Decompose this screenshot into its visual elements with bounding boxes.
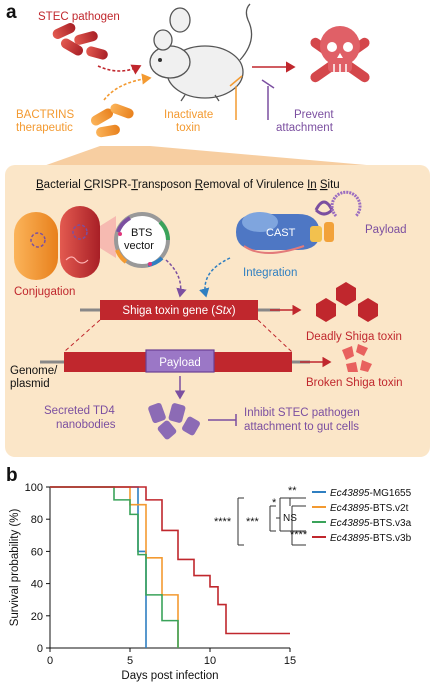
x-tick-label: 0 [47, 655, 53, 667]
acronym-part: itu [328, 179, 340, 191]
mouse-icon [149, 3, 253, 102]
acronym-part: C [84, 179, 92, 191]
conjugation-label: Conjugation [14, 286, 75, 298]
y-tick-label: 60 [31, 546, 43, 558]
sig-mg-v2t: ** [288, 485, 297, 497]
significance-brackets [237, 497, 306, 546]
sig-mid: *** [246, 516, 260, 528]
stx-gene-label: Shiga toxin gene (Stx) [122, 305, 235, 317]
prevent-inhibit-bar [261, 79, 275, 89]
acronym-part: B [36, 179, 44, 191]
y-tick-label: 40 [31, 579, 43, 591]
sig-v3a-v3b: **** [290, 529, 308, 541]
cast-integration-arrow [199, 257, 231, 298]
integration-label: Integration [243, 267, 297, 279]
prevent-attachment-line2: attachment [276, 122, 334, 134]
legend-entry: Ec43895-BTS.v3a [330, 518, 412, 529]
x-axis-label: Days post infection [121, 670, 218, 682]
inhibit-label-line1: Inhibit STEC pathogen [244, 407, 360, 419]
deadly-toxin-icon [316, 282, 378, 322]
deadly-toxin-label: Deadly Shiga toxin [306, 331, 402, 343]
secreted-label-line2: nanobodies [56, 419, 116, 431]
y-axis-label: Survival probability (%) [9, 509, 21, 627]
skull-icon [310, 26, 370, 83]
sig-ns: NS [283, 513, 297, 524]
y-tick-label: 20 [31, 611, 43, 623]
survival-curve-0 [50, 486, 147, 648]
y-tick-label: 0 [37, 643, 43, 655]
stec-to-mouse-arrow [97, 64, 142, 75]
y-tick-label: 100 [25, 482, 43, 494]
y-tick-label: 80 [31, 514, 43, 526]
legend-entry: Ec43895-BTS.v3b [330, 533, 412, 544]
prevent-attachment-line1: Prevent [294, 109, 334, 121]
acronym-part: RISPR- [92, 179, 131, 191]
survival-curve-3 [50, 486, 290, 635]
vector-integration-arrow [165, 259, 187, 298]
mapping-line-left [63, 319, 101, 353]
sig-v2t-v3b: * [272, 497, 277, 509]
bactrins-cells [90, 103, 134, 138]
bts-vector-plasmid [114, 212, 170, 268]
stx-gene-box [100, 300, 258, 320]
x-tick-label: 15 [284, 655, 296, 667]
stec-pathogen-cells [52, 23, 108, 60]
sig-outer: **** [214, 516, 232, 528]
conjugating-cells [14, 206, 116, 280]
broken-toxin-icon [342, 344, 372, 372]
inactivate-inhibit-bar [229, 75, 243, 87]
broken-toxin-label: Broken Shiga toxin [306, 377, 403, 389]
inhibit-label-line2: attachment to gut cells [244, 421, 359, 433]
acronym-part: ransposon [138, 179, 195, 191]
nanobody-icon [148, 402, 200, 440]
acronym-part: emoval of Virulence [203, 179, 307, 191]
bactrins-label-line1: BACTRINS [16, 109, 74, 121]
bts-label-line2: vector [124, 240, 154, 252]
bactrins-to-mouse-arrow [103, 73, 152, 101]
payload-insert-box [145, 349, 215, 373]
bts-label-line1: BTS [131, 227, 152, 239]
x-tick-label: 5 [127, 655, 133, 667]
acronym-part: S [320, 179, 328, 191]
chart-legend: Ec43895-MG1655Ec43895-BTS.v2tEc43895-BTS… [312, 488, 412, 544]
panel-b-letter: b [6, 465, 18, 486]
payload-insert-label: Payload [159, 357, 201, 369]
legend-entry: Ec43895-MG1655 [330, 488, 412, 499]
acronym-part: In [307, 179, 317, 191]
payload-label-top: Payload [365, 224, 407, 236]
secreted-label-line1: Secreted TD4 [44, 405, 115, 417]
mapping-line-right [257, 319, 293, 353]
legend-entry: Ec43895-BTS.v2t [330, 503, 409, 514]
survival-curve-2 [50, 486, 179, 648]
acronym-part: T [131, 179, 138, 191]
stec-pathogen-label: STEC pathogen [38, 11, 120, 23]
acronym-part: R [195, 179, 203, 191]
survival-curve-1 [50, 486, 179, 648]
genome-label-line1: Genome/ [10, 365, 58, 377]
cast-complex [236, 190, 362, 254]
inactivate-toxin-line1: Inactivate [164, 109, 213, 121]
zoom-callout [38, 146, 400, 168]
panel-a-letter: a [6, 2, 17, 23]
acronym-title: Bacterial CRISPR-Transposon Removal of V… [36, 179, 340, 191]
x-tick-label: 10 [204, 655, 216, 667]
acronym-part: acterial [44, 179, 84, 191]
genome-label-line2: plasmid [10, 378, 50, 390]
cast-label: CAST [266, 227, 296, 239]
inactivate-toxin-line2: toxin [176, 122, 200, 134]
bactrins-label-line2: therapeutic [16, 122, 73, 134]
